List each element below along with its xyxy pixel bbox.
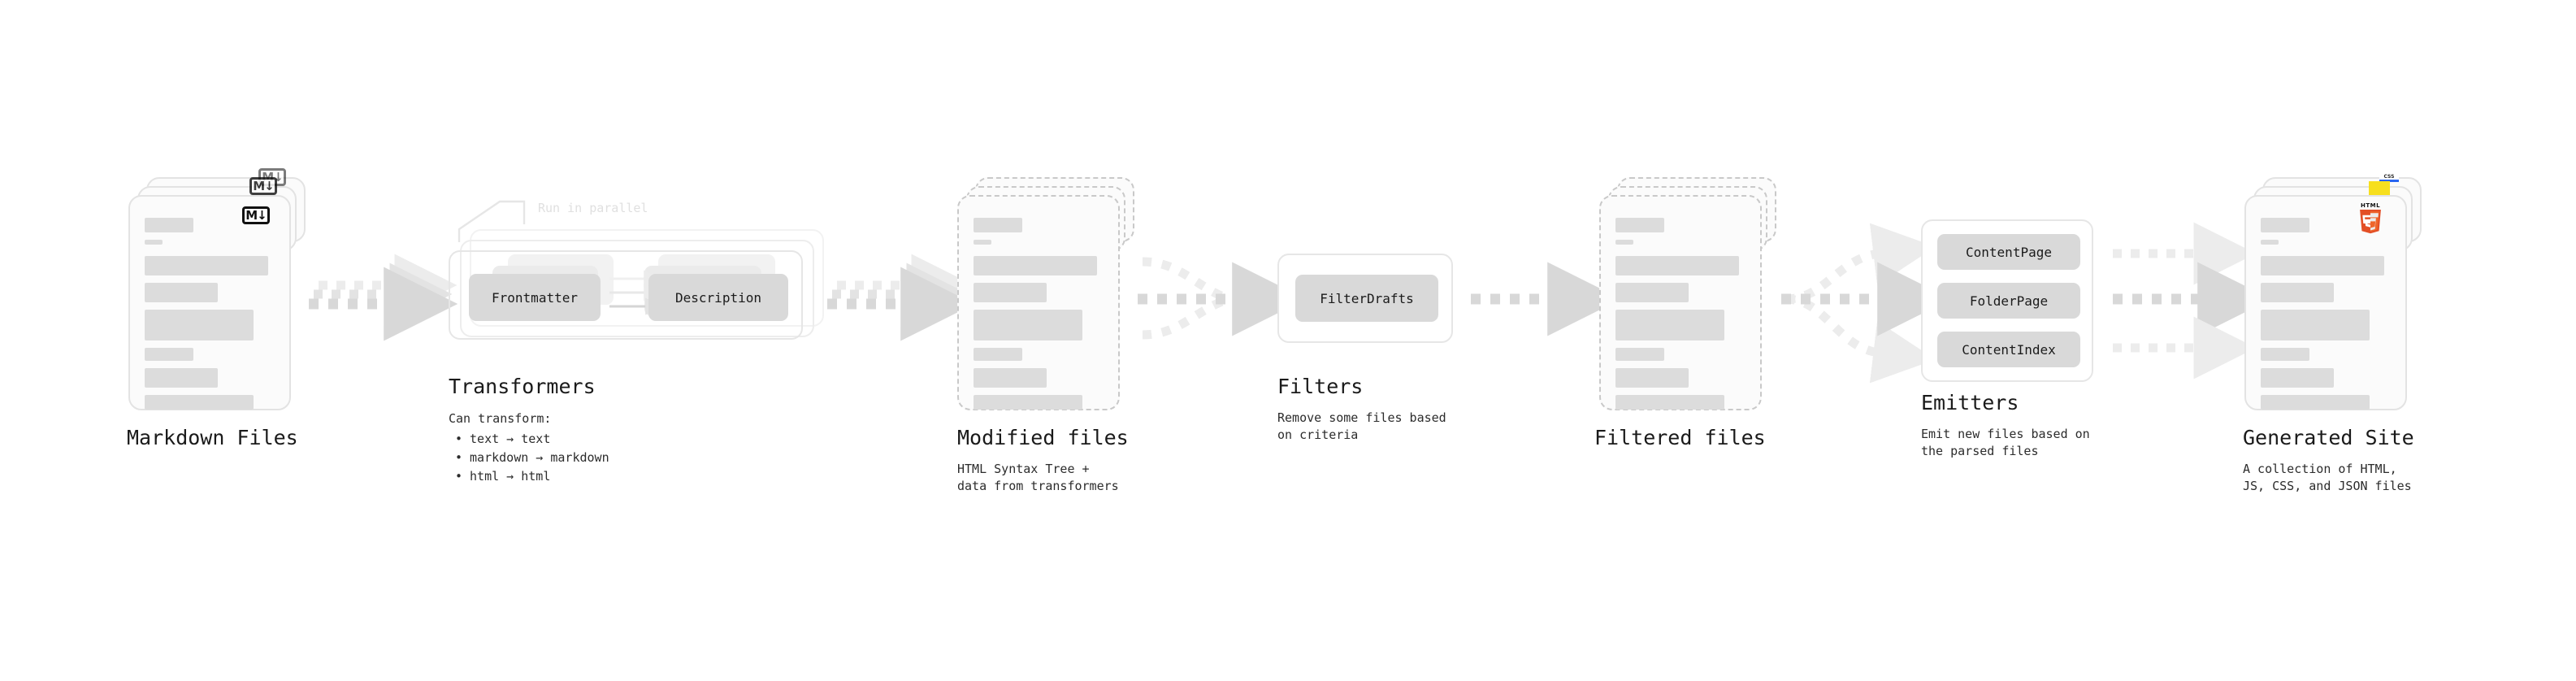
markdown-files-caption: Markdown Files — [127, 427, 298, 449]
stage-title: Markdown Files — [127, 426, 298, 449]
skeleton-bar — [2261, 348, 2309, 361]
skeleton-bar — [1615, 310, 1724, 340]
skeleton-bar — [1615, 368, 1689, 388]
transformers-capability-list: Can transform: text → text markdown → ma… — [449, 410, 741, 487]
skeleton-bar — [2261, 395, 2370, 410]
skeleton-bar — [145, 310, 254, 340]
skeleton-bar — [145, 218, 193, 232]
skeleton-bar — [974, 283, 1047, 302]
html5-badge-label: HTML — [2360, 202, 2381, 209]
filter-chip-filterdrafts[interactable]: FilterDrafts — [1295, 275, 1438, 322]
skeleton-bar — [145, 256, 268, 275]
arrow-markdown-to-transformers — [309, 254, 458, 341]
modified-skeleton-bars — [974, 218, 1104, 417]
chip-label: ContentIndex — [1962, 341, 2056, 358]
skeleton-bar — [145, 395, 254, 410]
stage-title: Filtered files — [1594, 426, 1766, 449]
run-in-parallel-label: Run in parallel — [538, 201, 648, 215]
arrow-modified-to-filters — [1138, 257, 1307, 340]
run-in-parallel-bracket — [458, 200, 526, 242]
skeleton-bar — [1615, 256, 1739, 275]
skeleton-bar — [145, 240, 163, 245]
skeleton-bar — [974, 240, 991, 245]
transformer-inner-arrows — [609, 270, 663, 315]
skeleton-bar — [974, 368, 1047, 388]
skeleton-bar — [145, 348, 193, 361]
skeleton-bar — [1615, 240, 1633, 245]
stage-title: Generated Site — [2243, 426, 2414, 449]
html5-badge: HTML — [2357, 203, 2384, 236]
filters-caption: Filters Remove some files based on crite… — [1277, 375, 1537, 445]
emitter-chip-contentpage[interactable]: ContentPage — [1937, 234, 2080, 270]
skeleton-bar — [974, 310, 1082, 340]
stage-title: Transformers — [449, 375, 596, 398]
filtered-files-caption: Filtered files — [1594, 427, 1766, 449]
transformer-chip-description[interactable]: Description — [648, 274, 788, 321]
transformer-group-front — [449, 250, 803, 340]
stage-subtitle: Remove some files based on criteria — [1277, 410, 1446, 443]
markdown-badge-back-1: M↓ — [249, 177, 277, 195]
emitter-chip-contentindex[interactable]: ContentIndex — [1937, 332, 2080, 367]
transformer-chip-frontmatter[interactable]: Frontmatter — [469, 274, 601, 321]
skeleton-bar — [974, 218, 1022, 232]
skeleton-bar — [2261, 283, 2334, 302]
skeleton-bar — [1615, 348, 1664, 361]
skeleton-bar — [2261, 218, 2309, 232]
stage-title: Emitters — [1921, 391, 2019, 414]
markdown-badge: M↓ — [242, 206, 270, 224]
site-skeleton-bars — [2261, 218, 2391, 417]
skeleton-bar — [974, 395, 1082, 410]
skeleton-bar — [1615, 283, 1689, 302]
skeleton-bar — [974, 256, 1097, 275]
js-badge — [2369, 181, 2390, 195]
arrow-filtered-to-emitters — [1781, 223, 1952, 384]
skeleton-bar — [2261, 240, 2279, 245]
skeleton-bar — [145, 283, 218, 302]
emitters-caption: Emitters Emit new files based on the par… — [1921, 392, 2189, 461]
skeleton-bar — [145, 368, 218, 388]
stage-title: Modified files — [957, 426, 1129, 449]
arrow-transformers-to-modified — [827, 254, 975, 341]
skeleton-bar — [2261, 368, 2334, 388]
html5-shield-icon — [2360, 210, 2381, 234]
chip-label: Frontmatter — [492, 289, 578, 306]
filtered-sheet-front — [1599, 195, 1762, 410]
emitters-group: ContentPage FolderPage ContentIndex — [1921, 219, 2093, 382]
skeleton-bar — [2261, 256, 2384, 275]
chip-label: FolderPage — [1969, 293, 2049, 309]
stage-title: Filters — [1277, 375, 1364, 398]
stage-subtitle: A collection of HTML, JS, CSS, and JSON … — [2243, 461, 2412, 494]
css-badge: CSS — [2379, 172, 2399, 182]
filtered-skeleton-bars — [1615, 218, 1746, 417]
modified-files-caption: Modified files HTML Syntax Tree + data f… — [957, 427, 1225, 496]
modified-sheet-front — [957, 195, 1120, 410]
markdown-skeleton-bars — [145, 218, 275, 417]
site-sheet-front: HTML — [2244, 195, 2407, 410]
list-lead: Can transform: — [449, 410, 552, 426]
skeleton-bar — [974, 348, 1022, 361]
chip-label: Description — [675, 289, 761, 306]
skeleton-bar — [1615, 218, 1664, 232]
filters-group: FilterDrafts — [1277, 254, 1453, 343]
list-item: markdown → markdown — [455, 449, 741, 467]
list-item: html → html — [455, 467, 741, 486]
chip-label: ContentPage — [1966, 244, 2052, 260]
stage-subtitle: Emit new files based on the parsed files — [1921, 426, 2090, 459]
generated-site-caption: Generated Site A collection of HTML, JS,… — [2243, 427, 2519, 496]
list-item: text → text — [455, 430, 741, 449]
skeleton-bar — [2261, 310, 2370, 340]
stage-subtitle: HTML Syntax Tree + data from transformer… — [957, 461, 1119, 494]
transformers-caption: Transformers Can transform: text → text … — [449, 375, 741, 487]
emitter-chip-folderpage[interactable]: FolderPage — [1937, 283, 2080, 319]
chip-label: FilterDrafts — [1320, 290, 1414, 306]
arrow-emitters-to-site — [2113, 222, 2272, 380]
transformer-group-back-1 — [460, 240, 814, 337]
skeleton-bar — [1615, 395, 1724, 410]
markdown-sheet-front: M↓ — [128, 195, 291, 410]
